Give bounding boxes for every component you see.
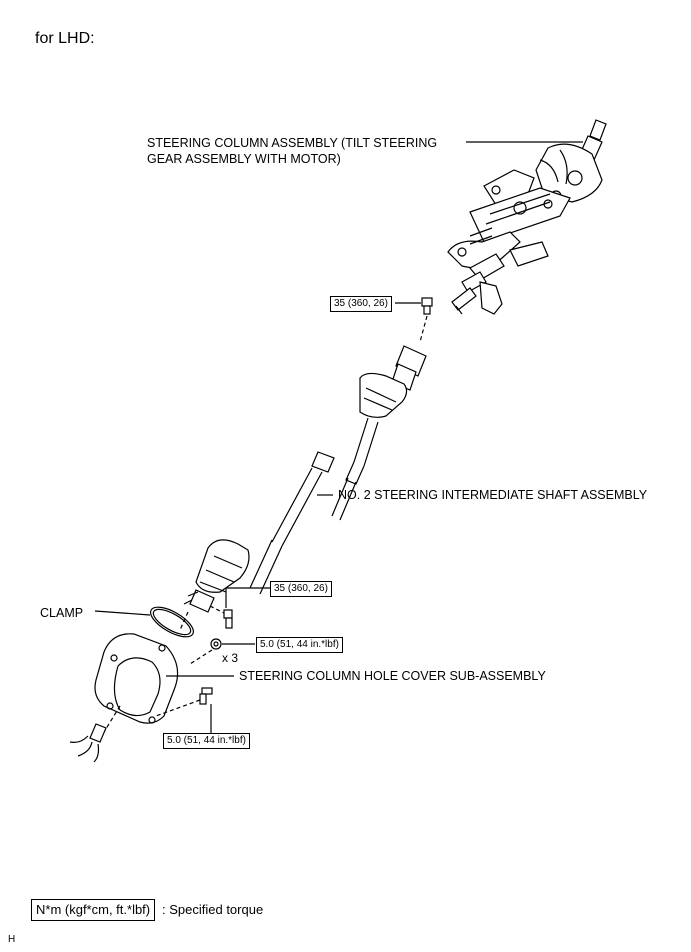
label-shaft: NO. 2 STEERING INTERMEDIATE SHAFT ASSEMB… bbox=[338, 488, 648, 502]
label-column-line1: STEERING COLUMN ASSEMBLY (TILT STEERING bbox=[147, 136, 438, 150]
figure-code: H bbox=[8, 934, 16, 945]
torque-upper-bolt: 35 (360, 26) bbox=[330, 296, 392, 312]
torque-lower-bolt: 35 (360, 26) bbox=[270, 581, 332, 597]
label-quantity: x 3 bbox=[222, 651, 239, 665]
leader-lower-torque bbox=[225, 587, 270, 608]
torque-cover-bolt: 5.0 (51, 44 in.*lbf) bbox=[163, 733, 250, 749]
cover-bolt bbox=[199, 687, 213, 705]
steering-column-hole-cover bbox=[94, 633, 179, 724]
torque-nut: 5.0 (51, 44 in.*lbf) bbox=[256, 637, 343, 653]
lower-bolt bbox=[223, 609, 233, 629]
clamp bbox=[150, 606, 194, 638]
label-column-line2: GEAR ASSEMBLY WITH MOTOR) bbox=[147, 152, 341, 166]
label-hole-cover: STEERING COLUMN HOLE COVER SUB-ASSEMBLY bbox=[239, 669, 546, 683]
steering-gear-input bbox=[69, 723, 107, 763]
label-clamp: CLAMP bbox=[40, 606, 84, 620]
nut bbox=[210, 638, 222, 650]
upper-bolt bbox=[421, 297, 433, 315]
steering-column-assembly bbox=[447, 119, 607, 315]
leader-clamp bbox=[94, 610, 151, 616]
legend-text: : Specified torque bbox=[162, 902, 264, 917]
page-header: for LHD: bbox=[35, 30, 95, 47]
legend-box: N*m (kgf*cm, ft.*lbf) bbox=[31, 899, 156, 921]
intermediate-shaft bbox=[183, 345, 427, 613]
